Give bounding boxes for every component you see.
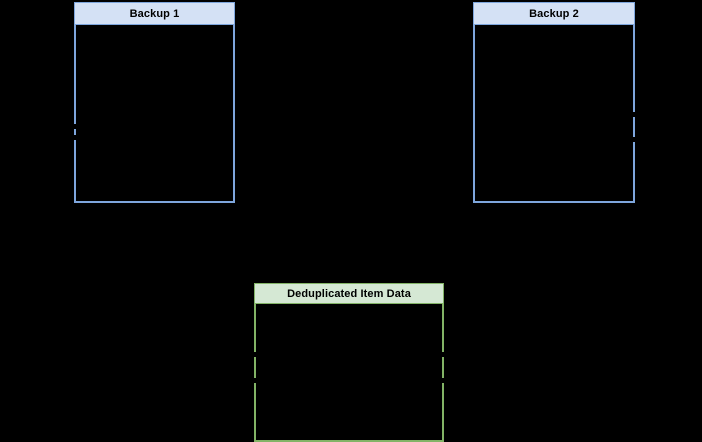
node-backup-1-port-1 [74, 124, 77, 129]
node-backup-2-port-1 [632, 112, 635, 117]
node-dedup-port-right-1 [441, 352, 444, 357]
node-backup-1-port-2 [74, 135, 77, 140]
node-deduplicated-item-data-body [254, 304, 444, 442]
node-deduplicated-item-data-header: Deduplicated Item Data [254, 283, 444, 304]
node-deduplicated-item-data[interactable]: Deduplicated Item Data [254, 283, 444, 442]
node-backup-2[interactable]: Backup 2 [473, 2, 635, 203]
node-backup-1-body [74, 25, 235, 203]
node-dedup-port-left-1 [254, 352, 257, 357]
node-backup-2-title: Backup 2 [529, 7, 579, 20]
node-backup-2-header: Backup 2 [473, 2, 635, 25]
node-backup-2-body [473, 25, 635, 203]
node-deduplicated-item-data-title: Deduplicated Item Data [287, 287, 411, 300]
node-dedup-port-left-2 [254, 378, 257, 383]
node-backup-1[interactable]: Backup 1 [74, 2, 235, 203]
node-backup-1-title: Backup 1 [129, 7, 180, 20]
node-backup-2-port-2 [632, 137, 635, 142]
node-backup-1-header: Backup 1 [74, 2, 235, 25]
node-dedup-port-right-2 [441, 378, 444, 383]
